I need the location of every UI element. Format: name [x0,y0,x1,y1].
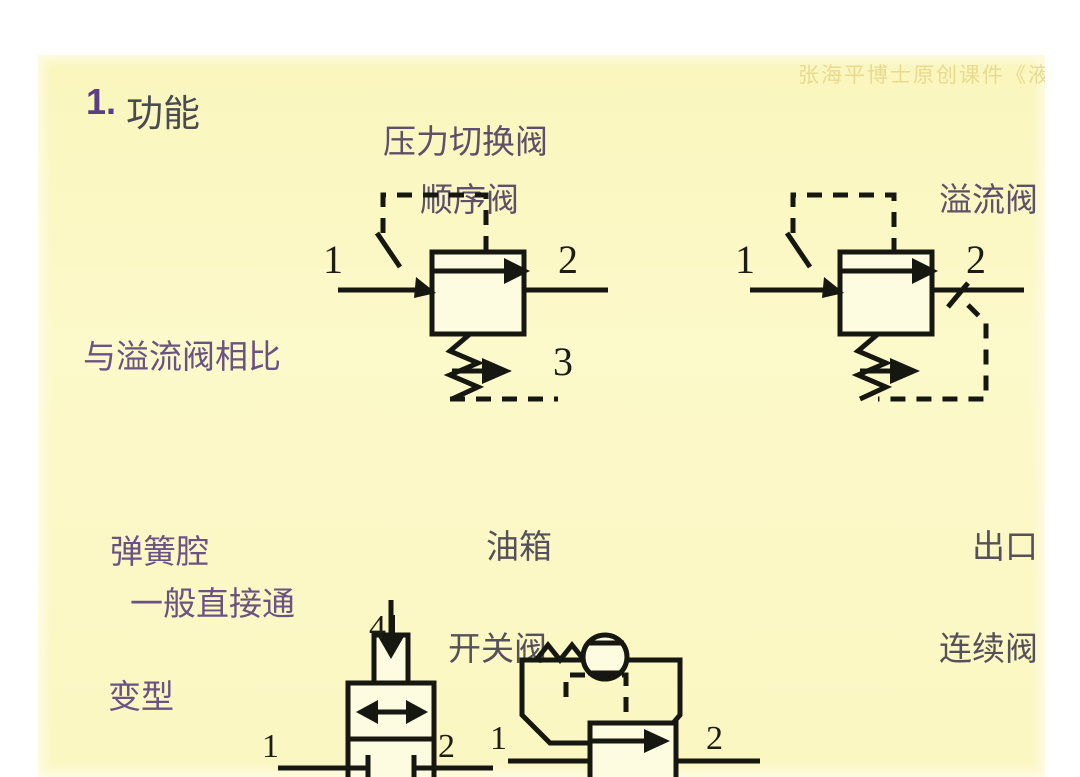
relief-drain-dashed [878,303,989,402]
label-pressure-switch-valve: 压力切换阀 [383,125,548,161]
label-compare-with-relief: 与溢流阀相比 [83,340,281,376]
variant-port-label-2: 2 [438,728,455,765]
pilot-arrow-icon [376,633,406,659]
pilot-tick [374,231,403,269]
lower-chamber-box [345,736,437,777]
label-variant: 变型 [108,680,174,716]
sequence-valve-symbol: 1 2 3 [323,192,608,402]
label-continuous-valve: 连续阀 [939,632,1038,668]
relief-spring-zigzag-icon [851,332,893,402]
check-spring-zigzag-icon [534,640,586,665]
watermark-text: 张海平博士原创课件《液 [798,63,1045,87]
arrow-right-icon [406,700,428,724]
sequence-valve-with-check-symbol: 1 2 3 [490,632,760,777]
relief-pilot-line-dashed [790,192,897,252]
check-port-label-2: 2 [706,720,723,757]
relief-flow-arrow-icon [912,258,938,284]
check-pilot-dashed [563,672,629,723]
relief-pilot-tick [784,231,813,269]
switching-valve-variant-symbol: 4 1 2 3 [262,600,493,777]
port-label-1: 1 [323,237,343,282]
label-outlet: 出口 [972,530,1038,566]
page-title: 功能 [126,94,200,135]
check-port-label-1: 1 [490,720,507,757]
flow-arrow-icon [504,258,530,284]
relief-spring-arrow-icon [890,358,920,384]
arrow-left-icon [356,700,378,724]
relief-port-label-1: 1 [735,237,755,282]
port-label-2: 2 [558,237,578,282]
check-valve-circle-icon [580,632,630,682]
label-relief-valve: 溢流阀 [939,183,1038,219]
sequence-valve-diagram: 1 2 3 1 2 [262,192,1024,777]
label-spring-chamber-line2: 一般直接通 [130,587,295,623]
inlet-arrow-icon [414,277,436,298]
relief-port-label-2: 2 [966,237,986,282]
heading-number: 1. [86,81,117,122]
variant-port-label-1: 1 [262,728,279,765]
check-flow-arrow-icon [644,729,670,753]
port-label-3: 3 [553,339,573,384]
relief-valve-symbol: 1 2 [735,192,1024,402]
label-tank: 油箱 [486,530,552,566]
pilot-line-dashed [380,192,489,252]
label-sequence-valve: 顺序阀 [420,183,519,219]
check-valve-body-box [587,720,679,777]
relief-inlet-arrow-icon [822,277,844,298]
slide-canvas: 张海平博士原创课件《液 1. 功能 压力切换阀 顺序阀 溢流阀 与溢流阀相比 弹… [38,55,1045,777]
spring-arrow-icon [482,358,512,384]
variant-port-label-4: 4 [369,609,386,646]
spring-zigzag-icon [443,332,485,402]
label-spring-chamber-line1: 弹簧腔 [110,535,209,571]
relief-drain-tick [946,281,970,309]
